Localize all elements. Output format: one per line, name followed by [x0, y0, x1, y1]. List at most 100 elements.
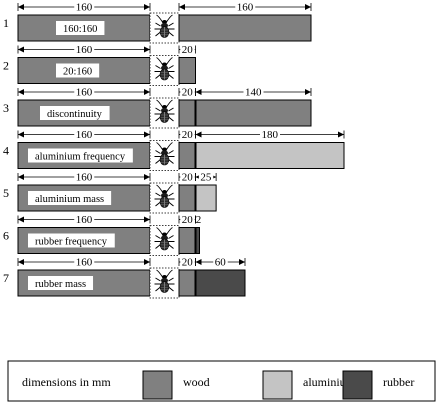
beetle-antenna-right: [166, 227, 173, 235]
beetle-leg: [168, 277, 174, 282]
row-number: 4: [3, 144, 9, 158]
left-dimension-label-bg: [74, 213, 95, 227]
segment-dimension-label: 20: [182, 44, 194, 56]
right-segment-wood: [178, 57, 196, 84]
right-segment-wood: [178, 14, 312, 42]
beetle-head: [162, 20, 167, 24]
segment-dimension-label: 2: [196, 214, 202, 226]
beetle-head: [162, 232, 167, 237]
beetle-leg: [168, 286, 174, 292]
row-label-box: [56, 63, 100, 78]
row-label: aluminium frequency: [35, 152, 126, 163]
left-dimension-label-bg: [74, 1, 95, 14]
legend-label-rubber: rubber: [383, 375, 414, 389]
beetle-icon: [154, 14, 175, 38]
beetle-icon: [154, 269, 175, 293]
beetle-head: [162, 275, 167, 279]
beetle-leg: [155, 286, 161, 292]
legend-label-aluminium: aluminium: [303, 375, 356, 389]
beetle-leg: [168, 74, 174, 79]
left-dimension-label: 160: [76, 214, 93, 226]
row-number: 7: [3, 271, 9, 285]
row-number: 2: [3, 59, 9, 73]
legend-swatch-rubber: [342, 370, 373, 400]
beetle-head: [162, 190, 167, 194]
beetle-leg: [155, 65, 161, 69]
row-label-box: [28, 191, 112, 205]
row-number: 6: [3, 229, 9, 243]
row-label: rubber frequency: [35, 237, 108, 248]
beetle-head: [162, 105, 167, 109]
beetle-leg: [155, 150, 161, 154]
row-label-box: [28, 276, 94, 290]
beetle-leg: [155, 159, 161, 164]
beetle-leg: [168, 192, 174, 197]
beetle-leg: [168, 107, 174, 112]
beetle-antenna-right: [166, 57, 173, 65]
segment-dimension-label: 20: [182, 214, 194, 226]
right-segment-aluminium: [195, 142, 345, 169]
segment-dimension-label: 25: [200, 172, 212, 184]
row-label-box: [56, 21, 105, 35]
right-segment-wood: [178, 99, 196, 127]
beetle-antenna-left: [156, 14, 163, 23]
beetle-antenna-left: [156, 184, 163, 193]
segment-dimension-label-bg: [180, 256, 195, 269]
beetle-leg: [155, 201, 161, 207]
beetle-icon: [154, 227, 175, 251]
left-dimension-label-bg: [74, 171, 95, 184]
beetle-leg: [168, 150, 174, 154]
segment-dimension-label: 20: [182, 129, 194, 141]
legend-label-wood: wood: [183, 375, 210, 389]
beetle-antenna-left: [156, 99, 163, 108]
beetle-icon: [154, 142, 175, 166]
segment-dimension-label-bg: [180, 171, 195, 184]
legend: dimensions in mm wood aluminium rubber: [7, 360, 436, 402]
row-label-box: [40, 106, 110, 120]
beetle-antenna-right: [166, 269, 173, 278]
beetle-antenna-left: [156, 57, 163, 65]
row-number: 1: [3, 16, 9, 30]
segment-dimension-label: 20: [182, 172, 194, 184]
row-label: discontinuity: [47, 109, 103, 120]
left-dimension-label-bg: [74, 86, 95, 99]
beetle-leg: [155, 22, 161, 27]
row-number: 5: [3, 186, 9, 200]
segment-dimension-label-bg: [260, 128, 280, 142]
row-label: 20:160: [63, 67, 92, 78]
left-dimension-label: 160: [76, 44, 93, 56]
left-dimension-label-bg: [74, 128, 95, 142]
beetle-leg: [168, 235, 174, 239]
segment-dimension-label: 20: [182, 257, 194, 269]
legend-swatch-aluminium: [262, 370, 293, 400]
segment-dimension-label-bg: [213, 256, 228, 269]
segment-dimension-label-bg: [180, 213, 195, 227]
right-segment-wood: [178, 142, 196, 169]
beetle-leg: [155, 107, 161, 112]
legend-title: dimensions in mm: [22, 375, 111, 389]
beetle-antenna-left: [156, 227, 163, 235]
beetle-leg: [155, 235, 161, 239]
row-number: 3: [3, 101, 9, 115]
beetle-leg: [155, 192, 161, 197]
beetle-icon: [154, 57, 175, 81]
right-segment-aluminium: [195, 184, 217, 212]
left-dimension-label: 160: [76, 87, 93, 99]
row-2: 2 160 20:160 20: [3, 43, 196, 86]
right-segment-wood: [178, 227, 196, 254]
beetle-leg: [168, 65, 174, 69]
segment-dimension-label: 140: [245, 87, 262, 99]
segment-dimension-label-bg: [180, 43, 195, 57]
beetle-antenna-left: [156, 142, 163, 150]
beetle-leg: [168, 31, 174, 37]
segment-dimension-label-bg: [243, 86, 264, 99]
segment-dimension-label-bg: [235, 1, 256, 14]
right-segment-wood: [178, 184, 196, 212]
segment-dimension-label-bg: [198, 171, 214, 184]
